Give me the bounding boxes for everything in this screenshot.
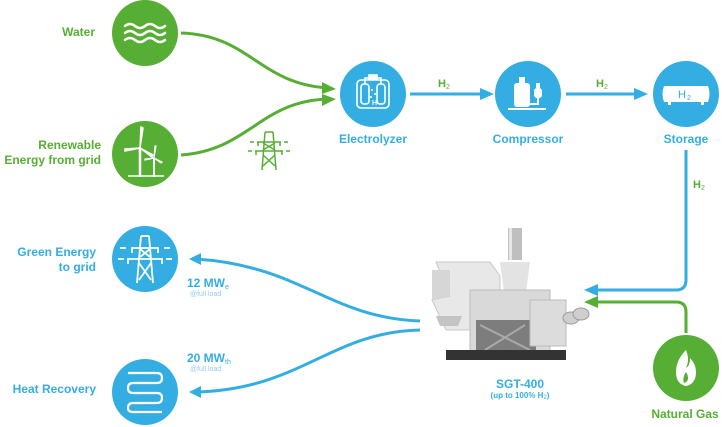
h2-label-electrolyzer-compressor: H2 (438, 78, 450, 91)
electric-output-note: @full load (190, 291, 222, 298)
arrowhead-heat (189, 386, 201, 398)
power-pylon-icon-output (112, 226, 178, 292)
renewable-label-line2: Energy from grid (4, 153, 101, 167)
green-energy-label-line1: Green Energy (17, 245, 96, 259)
arrow-storage-to-turbine (592, 150, 688, 292)
green-energy-label: Green Energy to grid (17, 245, 96, 275)
water-label: Water (62, 25, 95, 39)
electrolyzer-label: Electrolyzer (338, 132, 408, 146)
flame-icon (653, 335, 719, 401)
svg-text:H: H (372, 100, 377, 107)
water-waves-icon (112, 0, 178, 66)
thermal-output-note: @full load (190, 366, 222, 373)
arrowhead-turbine-h2 (584, 284, 598, 296)
h2-label-storage-turbine: H2 (693, 179, 705, 192)
arrow-water-to-electrolyzer (180, 31, 331, 90)
arrow-renewable-to-electrolyzer (180, 97, 331, 157)
turbine-name: SGT-400 (495, 377, 545, 391)
arrow-turbine-to-grid (194, 257, 421, 323)
green-energy-label-line2: to grid (58, 260, 96, 274)
arrowhead-turbine-gas (584, 296, 598, 308)
heat-recovery-label: Heat Recovery (12, 382, 96, 396)
arrowhead-storage (634, 88, 648, 100)
turbine-caption: (up to 100% H2) (490, 391, 550, 401)
heat-coil-icon (112, 359, 178, 425)
h2-label-compressor-storage: H2 (596, 78, 608, 91)
arrowhead-grid (189, 253, 201, 265)
hydrogen-tank-icon: H 2 (653, 61, 719, 127)
wind-turbine-icon (112, 121, 178, 187)
thermal-output-value: 20 MWth (187, 351, 231, 366)
power-pylon-icon (248, 131, 290, 171)
renewable-label: Renewable Energy from grid (4, 138, 101, 168)
electrolyzer-icon: H (340, 61, 406, 127)
electric-output-value: 12 MWe (187, 276, 229, 291)
arrowhead-renewable (322, 94, 336, 106)
gas-turbine-illustration (431, 228, 590, 360)
storage-label: Storage (663, 132, 709, 146)
natural-gas-label: Natural Gas (651, 407, 719, 421)
arrow-turbine-to-heat (194, 328, 421, 394)
renewable-label-line1: Renewable (38, 138, 101, 152)
svg-text:H: H (678, 89, 686, 101)
arrowhead-water (322, 82, 336, 94)
arrow-gas-to-turbine (592, 300, 688, 333)
arrowhead-compressor (480, 88, 494, 100)
compressor-label: Compressor (492, 132, 564, 146)
compressor-icon (495, 61, 561, 127)
svg-text:2: 2 (687, 95, 691, 102)
